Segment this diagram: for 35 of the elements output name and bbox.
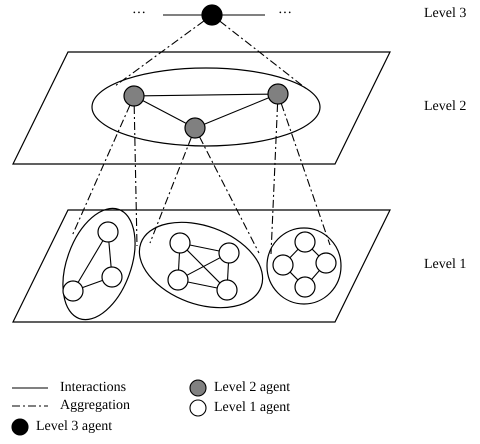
- interaction-line: [227, 262, 229, 280]
- interaction-line: [163, 14, 202, 16]
- interaction-line: [312, 248, 320, 256]
- interaction-line: [204, 97, 269, 125]
- interaction-line: [222, 14, 265, 16]
- interaction-line: [78, 240, 104, 283]
- legend-label: Aggregation: [60, 398, 130, 414]
- legend-label: Level 2 agent: [214, 380, 290, 396]
- aggregation-line: [199, 136, 260, 254]
- interaction-line: [186, 250, 220, 284]
- aggregation-line: [134, 106, 138, 246]
- aggregation-line: [280, 103, 331, 246]
- interaction-line: [178, 252, 180, 270]
- interaction-line: [186, 257, 220, 276]
- aggregation-line: [72, 104, 130, 236]
- interaction-line: [290, 272, 298, 280]
- level-label: Level 3: [424, 6, 466, 22]
- interaction-line: [82, 280, 103, 288]
- aggregation-line: [270, 104, 278, 254]
- interaction-line: [311, 270, 320, 280]
- interaction-line: [142, 100, 186, 124]
- level-label: Level 2: [424, 99, 466, 115]
- interaction-line: [108, 242, 112, 268]
- interaction-line: [190, 244, 220, 252]
- interaction-line: [290, 248, 298, 258]
- legend-label: Level 1 agent: [214, 400, 290, 416]
- legend-label: Level 3 agent: [36, 419, 112, 435]
- ellipsis-dots: ···: [132, 6, 146, 22]
- aggregation-line: [114, 20, 204, 86]
- legend-label: Interactions: [60, 380, 126, 396]
- level-label: Level 1: [424, 257, 466, 273]
- aggregation-line: [149, 137, 192, 244]
- interaction-line: [188, 281, 218, 289]
- interaction-line: [144, 94, 268, 96]
- ellipsis-dots: ···: [278, 6, 292, 22]
